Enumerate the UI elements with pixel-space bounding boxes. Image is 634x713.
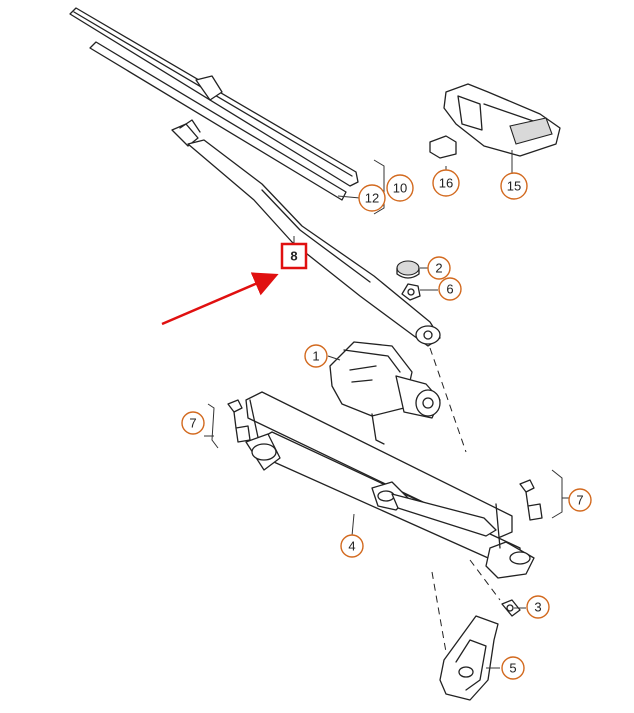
svg-text:7: 7 [576,493,583,508]
motor-connector [429,83,561,159]
svg-text:16: 16 [439,176,453,191]
callout-15: 15 [500,172,528,200]
mounting-bracket [439,599,521,701]
callout-4: 4 [340,534,364,558]
callout-2: 2 [427,256,451,280]
svg-text:1: 1 [312,349,319,364]
svg-text:5: 5 [509,661,516,676]
leader-lines [204,150,570,669]
callout-8-highlighted[interactable]: 8 [280,242,308,270]
svg-text:15: 15 [507,179,521,194]
callout-7-right: 7 [568,488,592,512]
svg-text:7: 7 [189,416,196,431]
cap-and-nut [396,260,421,301]
assembly-lines [429,347,501,653]
callout-1: 1 [304,344,328,368]
callout-12: 12 [358,184,386,212]
callout-5: 5 [501,656,525,680]
wiper-motor [329,341,441,445]
svg-text:3: 3 [534,600,541,615]
callout-10: 10 [386,174,414,202]
callout-3: 3 [526,595,550,619]
svg-text:8: 8 [290,249,297,264]
wiper-blade [69,7,359,201]
bolts [227,399,543,521]
callout-6: 6 [438,277,462,301]
callout-7-left: 7 [181,411,205,435]
linkage-frame [245,391,535,579]
wiper-arm [171,119,441,347]
red-pointer-arrow [161,272,279,326]
svg-text:10: 10 [393,181,407,196]
svg-text:6: 6 [446,282,453,297]
callout-16: 16 [432,169,460,197]
svg-text:4: 4 [348,539,355,554]
svg-text:2: 2 [435,261,442,276]
svg-text:12: 12 [365,191,379,206]
